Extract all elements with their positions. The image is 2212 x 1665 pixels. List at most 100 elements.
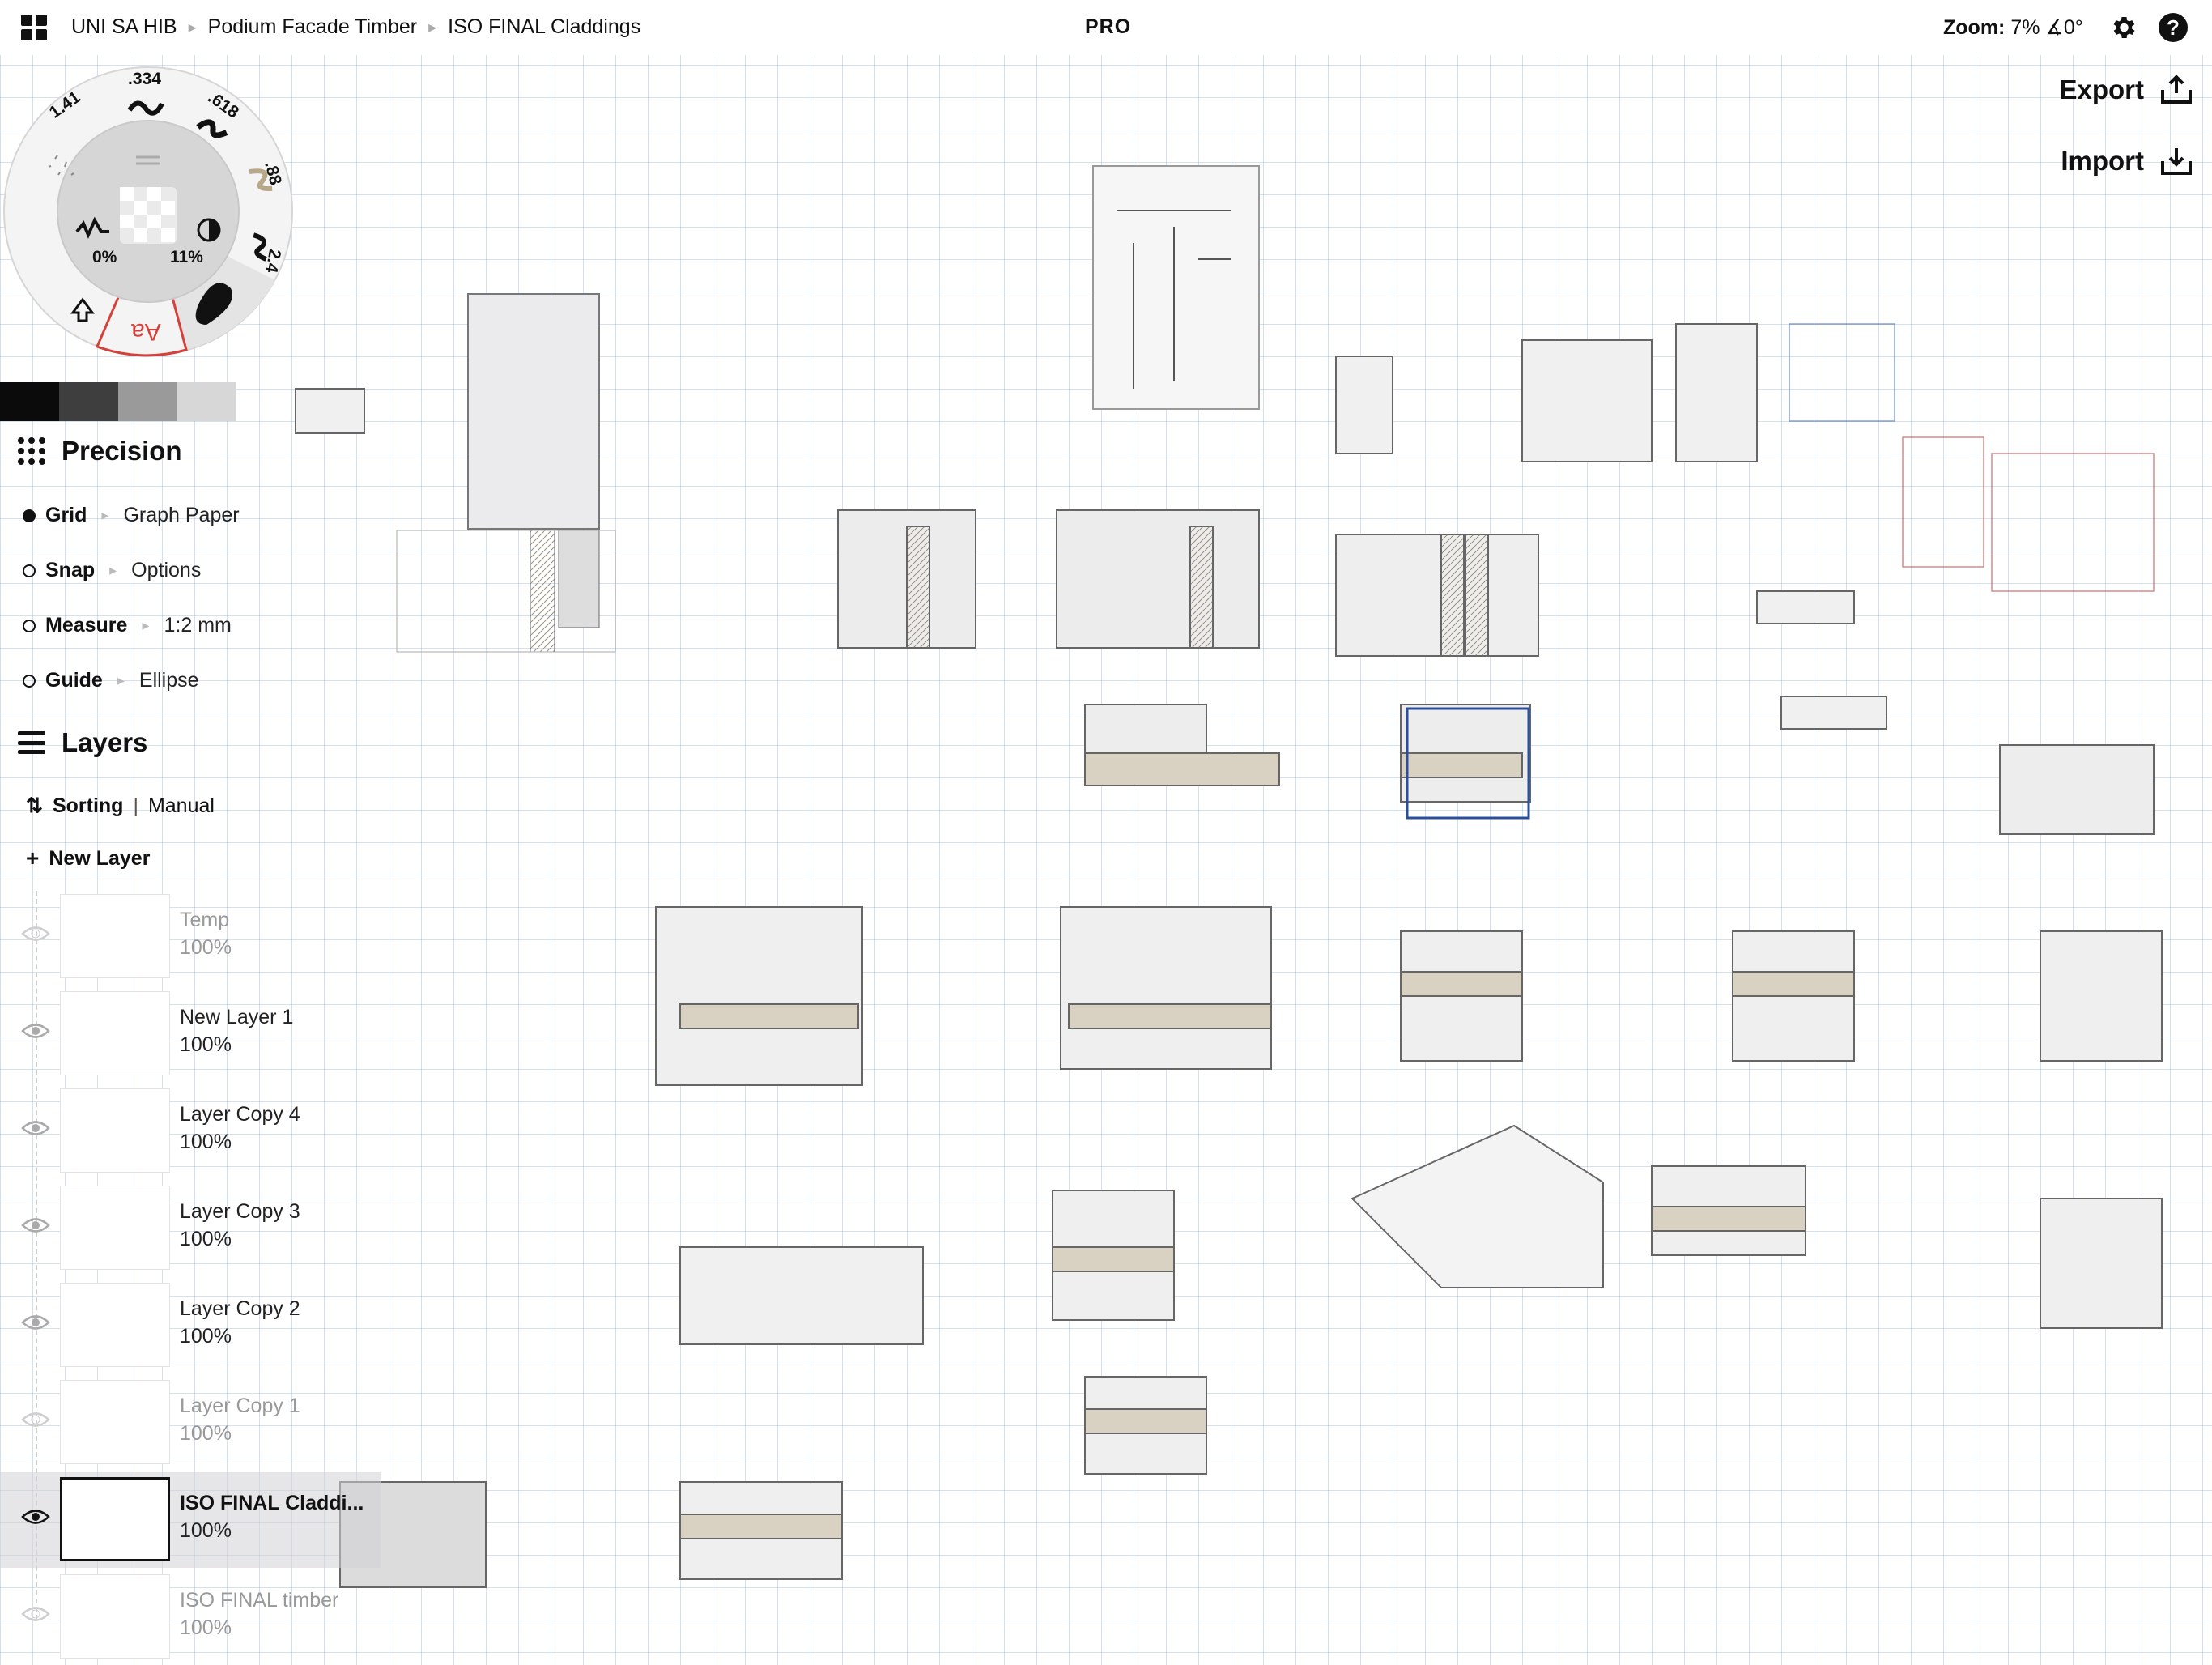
layer-thumbnail[interactable] [60, 894, 170, 978]
opacity-value[interactable]: 0% [92, 248, 117, 266]
layer-thumbnail[interactable] [60, 1477, 170, 1561]
layer-name: Temp [180, 909, 230, 931]
export-label: Export [2059, 75, 2144, 104]
chevron-right-icon: ▸ [188, 19, 197, 36]
brush-wheel[interactable]: ↶ ↷ .334 .618 .88 2.4 1.41 0% 11% Aa [0, 53, 308, 369]
pro-badge[interactable]: PRO [1085, 15, 1132, 38]
layer-row[interactable]: Layer Copy 4 100% [0, 1084, 381, 1179]
layer-row[interactable]: ISO FINAL timber 100% [0, 1569, 381, 1665]
precision-guide-row[interactable]: Guide ▸ Ellipse [23, 669, 199, 692]
snap-toggle[interactable] [23, 564, 36, 577]
breadcrumb-drawing[interactable]: ISO FINAL Claddings [448, 15, 641, 38]
grid-toggle[interactable] [23, 509, 36, 522]
guide-label: Guide [45, 669, 103, 692]
import-label: Import [2061, 146, 2144, 176]
layer-opacity: 100% [180, 1422, 232, 1445]
layer-name: Layer Copy 1 [180, 1395, 300, 1417]
eye-icon[interactable] [21, 1314, 50, 1331]
eye-icon[interactable] [21, 1411, 50, 1429]
import-button[interactable]: Import [2061, 146, 2193, 177]
smoothing-value[interactable]: 11% [170, 248, 203, 266]
layers-header[interactable]: Layers [18, 727, 147, 758]
layer-row[interactable]: Layer Copy 1 100% [0, 1375, 381, 1471]
measure-toggle[interactable] [23, 619, 36, 632]
breadcrumb-gallery[interactable]: Podium Facade Timber [207, 15, 418, 38]
layer-thumbnail[interactable] [60, 991, 170, 1075]
gear-icon[interactable] [2108, 13, 2138, 42]
layer-row[interactable]: ISO FINAL Claddi... 100% [0, 1472, 381, 1568]
guide-value[interactable]: Ellipse [138, 669, 199, 692]
layer-thumbnail[interactable] [60, 1380, 170, 1464]
layer-thumbnail[interactable] [60, 1186, 170, 1270]
pencil-stroke-icon [127, 100, 164, 116]
layer-row[interactable]: Layer Copy 3 100% [0, 1181, 381, 1276]
precision-grid-row[interactable]: Grid ▸ Graph Paper [23, 504, 240, 527]
layer-thumbnail[interactable] [60, 1088, 170, 1173]
swatch-dark-gray[interactable] [59, 382, 118, 421]
pen-stroke-icon [196, 119, 228, 138]
scribble-icon [75, 216, 109, 239]
layer-opacity: 100% [180, 1033, 232, 1056]
help-icon[interactable]: ? [2159, 13, 2188, 42]
layers-icon [18, 731, 45, 754]
sort-arrows-icon: ⇅ [26, 794, 43, 817]
layer-name: ISO FINAL timber [180, 1589, 339, 1612]
layer-row[interactable]: Temp 100% [0, 889, 381, 985]
eye-icon[interactable] [21, 925, 50, 943]
grid-label: Grid [45, 504, 87, 526]
layer-name: Layer Copy 3 [180, 1200, 300, 1223]
measure-value[interactable]: 1:2 mm [164, 614, 232, 637]
eye-icon[interactable] [21, 1119, 50, 1137]
grid-value[interactable]: Graph Paper [123, 504, 240, 526]
marker-stroke-icon [249, 168, 273, 192]
swatch-black[interactable] [0, 382, 59, 421]
brush-stroke-icon [253, 232, 267, 262]
guide-toggle[interactable] [23, 674, 36, 688]
gallery-grid-icon[interactable] [21, 15, 47, 40]
detail-sheet-top [1092, 165, 1260, 410]
export-button[interactable]: Export [2059, 75, 2193, 105]
snap-value[interactable]: Options [131, 559, 202, 581]
new-layer-label: New Layer [49, 846, 151, 870]
detail-row-4 [679, 1124, 2163, 1345]
detail-red-sketch [1789, 323, 2155, 592]
fill-brush-icon [195, 283, 232, 325]
layer-opacity: 100% [180, 1131, 232, 1153]
swatch-light-gray[interactable] [177, 382, 236, 421]
eye-icon[interactable] [21, 1022, 50, 1040]
layer-opacity: 100% [180, 1616, 232, 1639]
precision-grid-icon [18, 437, 45, 465]
sorting-divider: | [133, 794, 138, 817]
layer-name: New Layer 1 [180, 1006, 294, 1028]
layer-sorting[interactable]: ⇅ Sorting | Manual [26, 794, 215, 818]
size-label-24: 2.4 [262, 247, 284, 275]
export-icon [2161, 75, 2192, 104]
precision-header[interactable]: Precision [18, 436, 182, 466]
new-layer-button[interactable]: + New Layer [26, 845, 150, 871]
layer-stack-line [36, 891, 37, 1620]
precision-measure-row[interactable]: Measure ▸ 1:2 mm [23, 614, 232, 637]
measure-label: Measure [45, 614, 128, 637]
chevron-right-icon: ▸ [142, 617, 150, 633]
detail-row-3 [655, 906, 2163, 1086]
layer-thumbnail[interactable] [60, 1283, 170, 1367]
detail-row-2 [1084, 704, 2155, 835]
plus-icon: + [26, 845, 40, 871]
detail-row-1 [837, 509, 1539, 657]
layer-name: Layer Copy 2 [180, 1297, 300, 1320]
breadcrumb-workspace[interactable]: UNI SA HIB [71, 15, 177, 38]
eye-icon[interactable] [21, 1216, 50, 1234]
swatch-gray[interactable] [118, 382, 177, 421]
layer-thumbnail[interactable] [60, 1574, 170, 1659]
top-bar: UNI SA HIB ▸ Podium Facade Timber ▸ ISO … [0, 0, 2212, 55]
eye-icon[interactable] [21, 1605, 50, 1623]
color-palette [0, 382, 236, 421]
chevron-right-icon: ▸ [109, 562, 117, 578]
zoom-indicator[interactable]: Zoom: 7% ∡0° [1943, 15, 2083, 40]
text-tool-label: Aa [131, 318, 161, 345]
precision-snap-row[interactable]: Snap ▸ Options [23, 559, 201, 582]
layer-row[interactable]: New Layer 1 100% [0, 986, 381, 1082]
eye-icon[interactable] [21, 1508, 50, 1526]
layer-row[interactable]: Layer Copy 2 100% [0, 1278, 381, 1373]
